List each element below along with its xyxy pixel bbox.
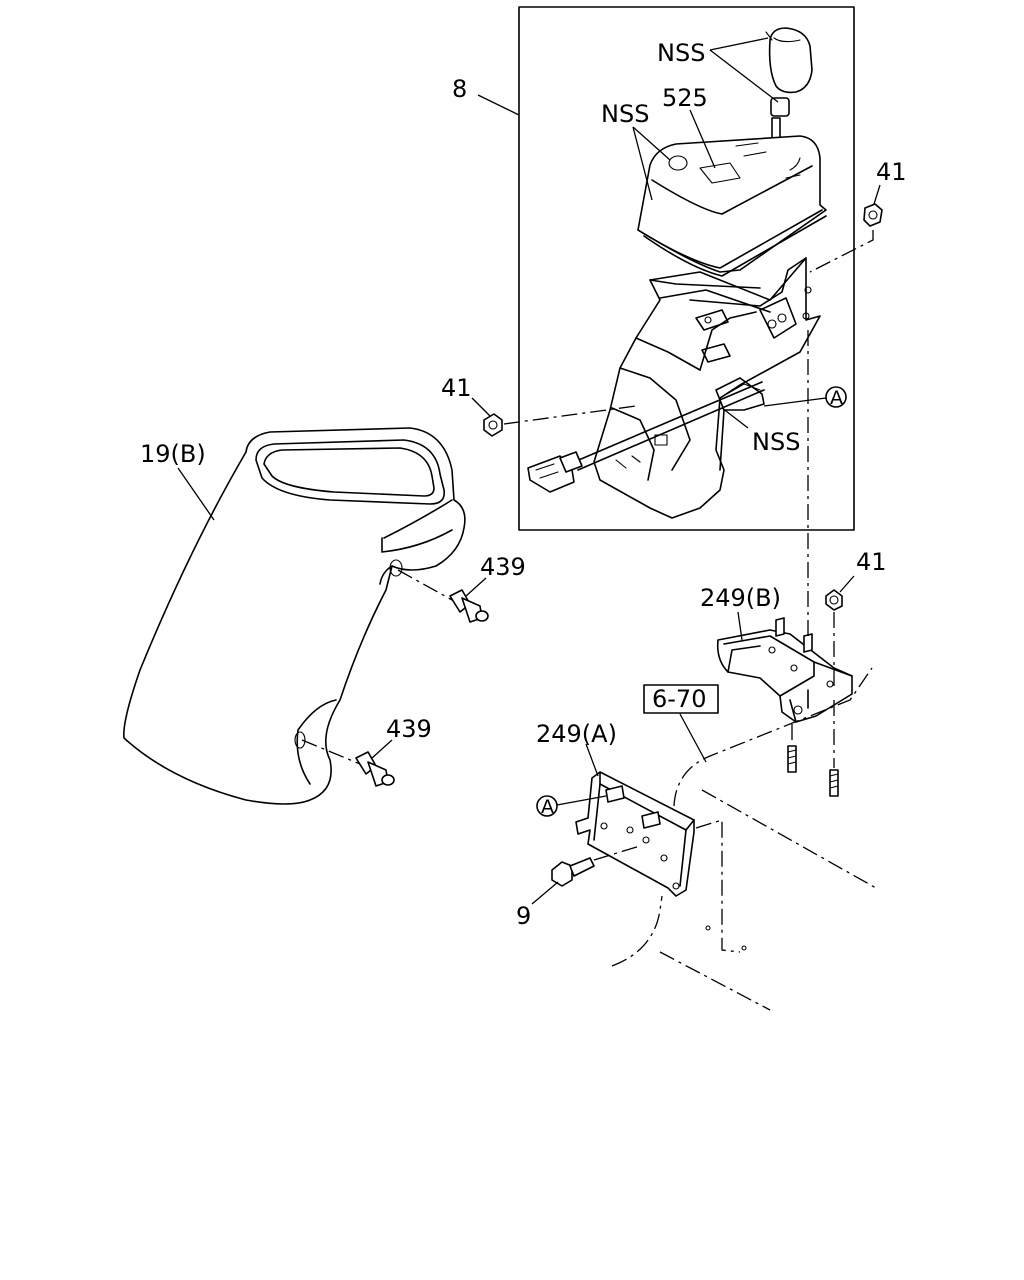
- shift-cable: [527, 381, 765, 493]
- label-part-525: 525: [662, 84, 708, 112]
- bracket-a: [575, 771, 695, 897]
- label-reference-6-70: 6-70: [652, 685, 706, 713]
- console-cover: [123, 427, 466, 805]
- leader-249a: [585, 743, 599, 777]
- leader-439-lower: [371, 739, 393, 759]
- label-bolt-9: 9: [516, 902, 531, 930]
- label-nut-41-mid: 41: [856, 548, 887, 576]
- console-top-housing: [637, 135, 827, 277]
- leader-nss-knob-1: [709, 37, 769, 51]
- floor-hole-1: [705, 925, 711, 931]
- centerline-clip-upper: [397, 569, 453, 601]
- nut-mid-right: [825, 589, 843, 611]
- stud-left: [787, 745, 797, 773]
- label-cover-19b: 19(B): [140, 440, 206, 468]
- nut-top-right: [863, 203, 883, 227]
- bracket-b: [716, 617, 853, 723]
- leader-19b: [177, 467, 215, 521]
- floor-outline-side: [701, 789, 877, 889]
- leader-nss-cover-2: [632, 126, 653, 201]
- clip-lower: [355, 751, 395, 787]
- assembly-frame: [518, 6, 855, 531]
- circle-a-upper: [825, 386, 847, 408]
- leader-8: [477, 94, 520, 116]
- leader-249b: [737, 611, 743, 641]
- floor-outline-bottom: [659, 951, 771, 1011]
- nut-left: [483, 413, 503, 437]
- leader-nss-cover-1: [632, 126, 671, 161]
- leader-a-upper: [763, 397, 827, 407]
- label-clip-439-lower: 439: [386, 715, 432, 743]
- label-clip-439-upper: 439: [480, 553, 526, 581]
- floor-outline-corner: [695, 819, 741, 953]
- label-bracket-249a: 249(A): [536, 720, 617, 748]
- floor-outline-upper: [673, 667, 873, 807]
- centerline-bolt: [593, 845, 641, 861]
- leader-nss-knob-2: [709, 49, 779, 103]
- label-assembly-8: 8: [452, 75, 467, 103]
- clip-upper: [449, 589, 489, 623]
- leader-41-left: [471, 397, 491, 417]
- label-nut-41-left: 41: [441, 374, 472, 402]
- leader-439-upper: [465, 577, 487, 597]
- leader-41-top: [873, 184, 881, 205]
- leader-9: [531, 881, 559, 905]
- circle-a-lower: [536, 795, 558, 817]
- leader-nss-lever: [721, 407, 749, 429]
- label-nss-knob: NSS: [657, 39, 705, 67]
- bolt-9: [551, 857, 595, 887]
- centerline-nut-top: [809, 230, 874, 273]
- label-circle-a-lower: A: [541, 796, 554, 818]
- label-circle-a-upper: A: [830, 387, 843, 409]
- leader-a-lower: [556, 795, 607, 806]
- shift-mechanism: [593, 257, 821, 519]
- label-nut-41-top: 41: [876, 158, 907, 186]
- label-bracket-249b: 249(B): [700, 584, 781, 612]
- centerline-clip-lower: [301, 739, 361, 765]
- reference-box: [643, 684, 719, 714]
- label-nss-cover: NSS: [601, 100, 649, 128]
- label-nss-lever: NSS: [752, 428, 800, 456]
- leader-6-70: [679, 713, 707, 763]
- floor-outline-lower: [611, 895, 663, 967]
- stud-right: [829, 769, 839, 797]
- floor-hole-2: [741, 945, 747, 951]
- shift-knob: [765, 27, 813, 117]
- leader-525: [689, 109, 716, 169]
- centerline-nut-left: [503, 405, 637, 425]
- leader-41-mid: [839, 575, 855, 593]
